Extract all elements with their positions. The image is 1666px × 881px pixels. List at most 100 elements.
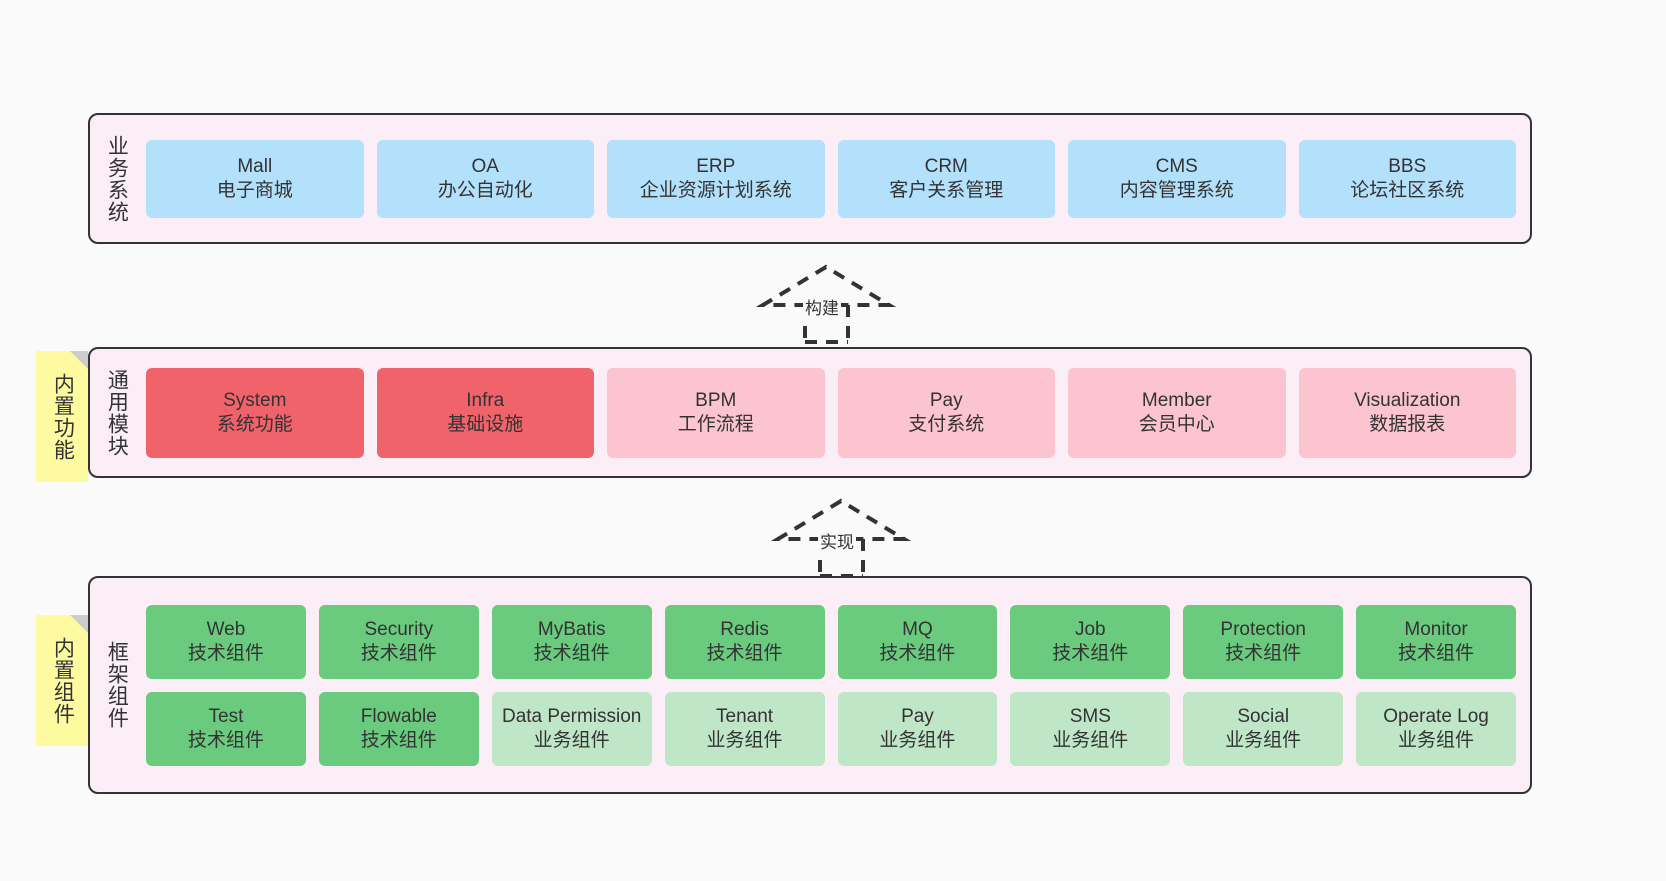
card-oa[interactable]: OA 办公自动化 bbox=[376, 139, 594, 218]
card-title: System bbox=[223, 390, 287, 412]
card-subtitle: 业务组件 bbox=[879, 729, 956, 751]
card-redis[interactable]: Redis 技术组件 bbox=[664, 604, 825, 679]
card-title: Pay bbox=[901, 706, 934, 728]
card-title: Member bbox=[1141, 390, 1212, 412]
card-protection[interactable]: Protection 技术组件 bbox=[1183, 604, 1344, 679]
card-subtitle: 技术组件 bbox=[706, 642, 783, 664]
card-title: Pay bbox=[929, 390, 963, 412]
card-subtitle: 会员中心 bbox=[1138, 413, 1215, 435]
card-tenant[interactable]: Tenant 业务组件 bbox=[664, 691, 825, 766]
card-title: Data Permission bbox=[501, 706, 642, 728]
note-fold-corner-icon bbox=[70, 615, 88, 633]
card-title: Mall bbox=[237, 156, 273, 178]
card-subtitle: 技术组件 bbox=[1398, 642, 1475, 664]
card-subtitle: 数据报表 bbox=[1369, 413, 1446, 435]
card-monitor[interactable]: Monitor 技术组件 bbox=[1356, 604, 1516, 679]
layer-title-framework-component: 框架组件 bbox=[105, 641, 129, 729]
framework-row-tech: Web 技术组件 Security 技术组件 MyBatis 技术组件 Redi… bbox=[146, 604, 1516, 679]
card-title: Job bbox=[1074, 619, 1106, 641]
layer-title-business-system: 业务系统 bbox=[105, 134, 129, 223]
card-pay-module[interactable]: Pay 支付系统 bbox=[837, 367, 1055, 458]
connector-build-label: 构建 bbox=[803, 294, 841, 319]
card-subtitle: 办公自动化 bbox=[437, 179, 533, 201]
card-title: Redis bbox=[720, 619, 769, 641]
card-title: BBS bbox=[1388, 156, 1427, 178]
layer-framework-component: 框架组件 Web 技术组件 Security 技术组件 MyBatis 技术组件… bbox=[88, 576, 1532, 794]
layer-body-framework-component: Web 技术组件 Security 技术组件 MyBatis 技术组件 Redi… bbox=[142, 578, 1530, 792]
card-security[interactable]: Security 技术组件 bbox=[318, 604, 479, 679]
card-bbs[interactable]: BBS 论坛社区系统 bbox=[1298, 139, 1516, 218]
card-title: Infra bbox=[466, 390, 505, 412]
card-title: ERP bbox=[696, 156, 736, 178]
note-label: 内置组件 bbox=[51, 636, 75, 725]
card-subtitle: 技术组件 bbox=[360, 729, 437, 751]
card-subtitle: 客户关系管理 bbox=[889, 179, 1004, 201]
card-data-permission[interactable]: Data Permission 业务组件 bbox=[491, 691, 652, 766]
card-web[interactable]: Web 技术组件 bbox=[146, 604, 306, 679]
card-subtitle: 技术组件 bbox=[1052, 642, 1129, 664]
card-member[interactable]: Member 会员中心 bbox=[1068, 367, 1286, 458]
card-visualization[interactable]: Visualization 数据报表 bbox=[1298, 367, 1516, 458]
card-title: Web bbox=[206, 619, 246, 641]
connector-implement-label: 实现 bbox=[818, 528, 856, 553]
card-subtitle: 业务组件 bbox=[1052, 729, 1129, 751]
card-subtitle: 系统功能 bbox=[216, 413, 293, 435]
card-subtitle: 电子商城 bbox=[216, 179, 293, 201]
card-title: Visualization bbox=[1354, 390, 1461, 412]
note-builtin-component: 内置组件 bbox=[36, 615, 88, 746]
card-subtitle: 内容管理系统 bbox=[1119, 179, 1234, 201]
card-subtitle: 技术组件 bbox=[1225, 642, 1302, 664]
layer-body-business-system: Mall 电子商城 OA 办公自动化 ERP 企业资源计划系统 CRM 客户关系… bbox=[142, 115, 1530, 242]
card-title: Security bbox=[364, 619, 434, 641]
card-cms[interactable]: CMS 内容管理系统 bbox=[1068, 139, 1286, 218]
card-subtitle: 基础设施 bbox=[447, 413, 524, 435]
card-title: Flowable bbox=[360, 706, 437, 728]
card-title: Test bbox=[208, 706, 244, 728]
card-infra[interactable]: Infra 基础设施 bbox=[376, 367, 594, 458]
card-title: MyBatis bbox=[537, 619, 606, 641]
card-pay-component[interactable]: Pay 业务组件 bbox=[837, 691, 998, 766]
card-sms[interactable]: SMS 业务组件 bbox=[1010, 691, 1171, 766]
layer-title-common-module: 通用模块 bbox=[105, 368, 129, 457]
card-title: SMS bbox=[1069, 706, 1111, 728]
card-social[interactable]: Social 业务组件 bbox=[1183, 691, 1344, 766]
note-label: 内置功能 bbox=[51, 372, 75, 461]
card-test[interactable]: Test 技术组件 bbox=[146, 691, 306, 766]
card-subtitle: 技术组件 bbox=[187, 729, 264, 751]
card-subtitle: 业务组件 bbox=[1225, 729, 1302, 751]
card-title: Monitor bbox=[1404, 619, 1468, 641]
layer-body-common-module: System 系统功能 Infra 基础设施 BPM 工作流程 Pay 支付系统… bbox=[142, 349, 1530, 476]
card-mq[interactable]: MQ 技术组件 bbox=[837, 604, 998, 679]
card-title: MQ bbox=[902, 619, 933, 641]
card-subtitle: 工作流程 bbox=[677, 413, 754, 435]
card-subtitle: 业务组件 bbox=[533, 729, 610, 751]
card-bpm[interactable]: BPM 工作流程 bbox=[607, 367, 825, 458]
card-subtitle: 支付系统 bbox=[908, 413, 985, 435]
card-crm[interactable]: CRM 客户关系管理 bbox=[837, 139, 1055, 218]
card-mall[interactable]: Mall 电子商城 bbox=[146, 139, 364, 218]
card-title: Tenant bbox=[716, 706, 774, 728]
connector-implement: 实现 bbox=[770, 492, 920, 578]
card-title: CRM bbox=[924, 156, 968, 178]
card-title: Social bbox=[1237, 706, 1290, 728]
card-system[interactable]: System 系统功能 bbox=[146, 367, 364, 458]
card-flowable[interactable]: Flowable 技术组件 bbox=[318, 691, 479, 766]
card-subtitle: 技术组件 bbox=[187, 642, 264, 664]
note-builtin-function: 内置功能 bbox=[36, 351, 88, 482]
card-title: Protection bbox=[1220, 619, 1306, 641]
card-title: BPM bbox=[695, 390, 737, 412]
layer-business-system: 业务系统 Mall 电子商城 OA 办公自动化 ERP 企业资源计划系统 CRM… bbox=[88, 113, 1532, 244]
framework-row-business: Test 技术组件 Flowable 技术组件 Data Permission … bbox=[146, 691, 1516, 766]
card-subtitle: 技术组件 bbox=[533, 642, 610, 664]
layer-common-module: 通用模块 System 系统功能 Infra 基础设施 BPM 工作流程 Pay… bbox=[88, 347, 1532, 478]
card-erp[interactable]: ERP 企业资源计划系统 bbox=[607, 139, 825, 218]
card-operate-log[interactable]: Operate Log 业务组件 bbox=[1356, 691, 1516, 766]
card-subtitle: 企业资源计划系统 bbox=[639, 179, 792, 201]
note-fold-corner-icon bbox=[70, 351, 88, 369]
card-job[interactable]: Job 技术组件 bbox=[1010, 604, 1171, 679]
card-subtitle: 技术组件 bbox=[360, 642, 437, 664]
connector-build: 构建 bbox=[755, 258, 905, 344]
card-mybatis[interactable]: MyBatis 技术组件 bbox=[491, 604, 652, 679]
card-subtitle: 业务组件 bbox=[706, 729, 783, 751]
